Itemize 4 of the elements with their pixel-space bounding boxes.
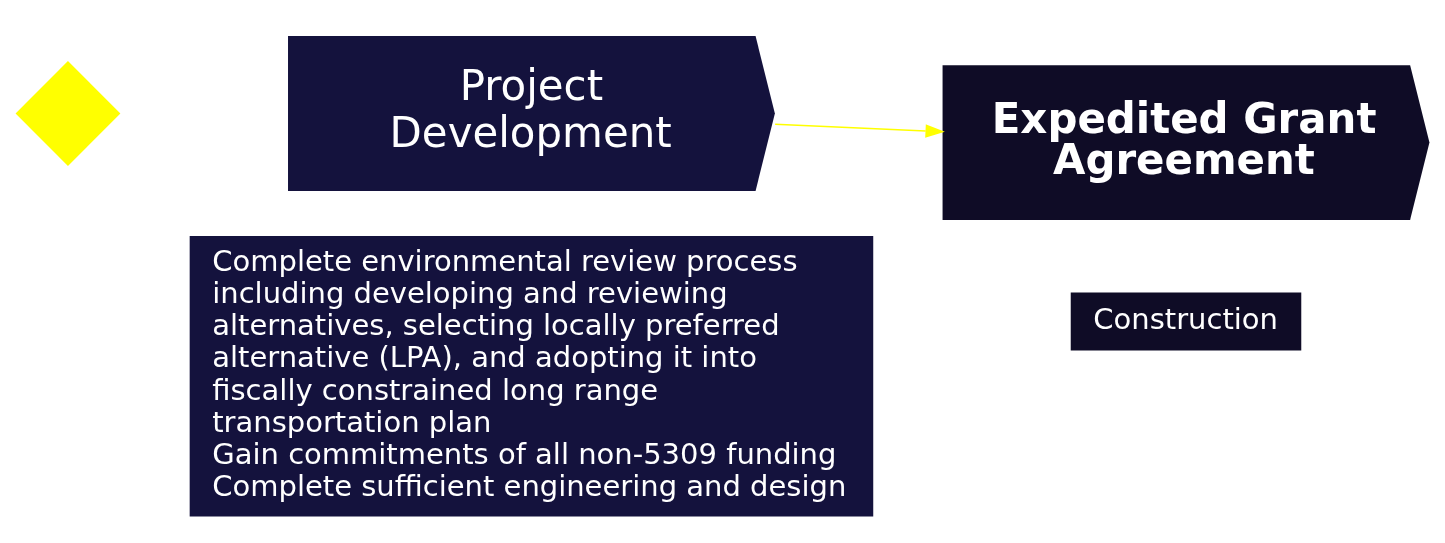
node-box: Complete environmental review process including developing and reviewing alternatives, selecting locally preferred alternative (LPA), and adopting it into fiscally constrained long range transportation plan Gain commitments of all non-5309 funding Complete sufficient engineering and design bbox=[189, 236, 874, 517]
node-diamond bbox=[15, 61, 121, 166]
node-box: Construction bbox=[1070, 292, 1302, 351]
arrow bbox=[774, 123, 945, 138]
